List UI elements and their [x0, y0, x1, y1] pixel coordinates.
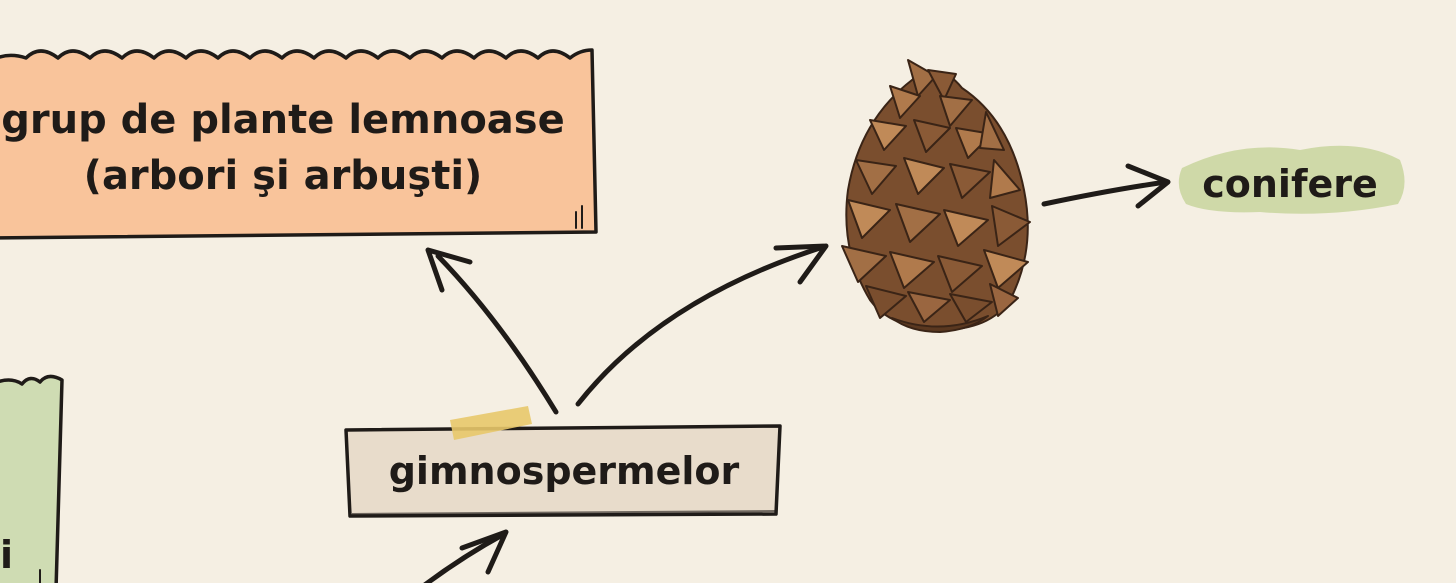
left-box-label: i [0, 533, 14, 577]
main-box-label: grup de plante lemnoase (arbori şi arbuş… [0, 92, 566, 204]
main-box-label-line1: grup de plante lemnoase [1, 97, 565, 143]
main-box [0, 48, 598, 240]
pine-cone-icon [841, 59, 1031, 333]
conifere-highlight [1178, 145, 1405, 214]
conifere-label: conifere [1202, 162, 1378, 206]
main-box-label-line2: (arbori şi arbuşti) [83, 153, 483, 199]
tape-icon [450, 406, 532, 440]
arrow-to-cone [575, 243, 829, 407]
center-box [344, 424, 782, 518]
arrow-from-bottom [423, 529, 509, 583]
center-box-label: gimnospermelor [388, 449, 740, 493]
arrow-to-conifere [1041, 163, 1171, 209]
arrow-to-main-box [425, 247, 559, 415]
left-box [0, 374, 64, 583]
